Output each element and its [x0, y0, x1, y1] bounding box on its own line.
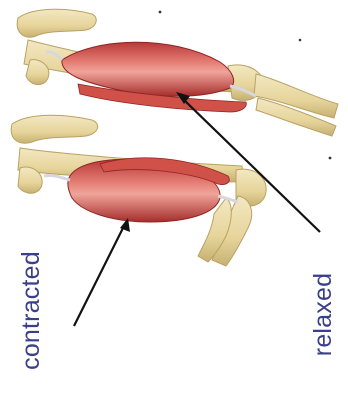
relaxed-shoulder-bone	[17, 9, 96, 37]
contracted-label: contracted	[17, 251, 46, 370]
relaxed-label: relaxed	[309, 273, 338, 356]
contracted-arm	[11, 115, 266, 266]
contracted-tendon-left	[44, 175, 70, 180]
speck-3	[329, 157, 332, 160]
speck-2	[299, 39, 302, 42]
contracted-arrow	[74, 218, 130, 326]
speck-1	[159, 11, 162, 14]
contracted-shoulder-bone	[11, 115, 97, 143]
